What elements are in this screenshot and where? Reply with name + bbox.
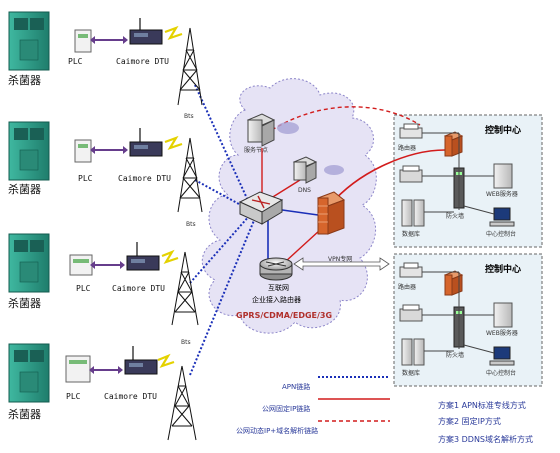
site-1-plc-label: PLC [68, 57, 83, 66]
cc2-devices [399, 262, 515, 366]
cc1-web-label: WEB服务器 [486, 190, 518, 198]
site-2-cabinet-label: 杀菌器 [8, 182, 41, 196]
cc2-web-label: WEB服务器 [486, 329, 518, 337]
cc1-db-label: 数据库 [402, 230, 420, 238]
cc2-printer-label: 路由器 [398, 283, 416, 291]
legend-plan-3: 方案3 DDNS域名解析方式 [438, 434, 533, 444]
site-4 [8, 343, 197, 441]
cc1-devices [399, 123, 515, 227]
legend-plan-1: 方案1 APN标准专线方式 [438, 400, 526, 410]
cc1-ctrl-label: 中心控制台 [486, 230, 516, 238]
site-1 [8, 11, 203, 106]
site-4-plc-label: PLC [66, 392, 81, 401]
site-1-dtu-label: Caimore DTU [116, 57, 169, 66]
vpn-label: VPN专网 [328, 255, 352, 263]
cc1-printer-label: 路由器 [398, 144, 416, 152]
legend-fixed-ip-label: 公网固定IP链路 [262, 404, 310, 413]
cc2-title: 控制中心 [485, 263, 521, 275]
legend-lines [318, 376, 390, 422]
apn-links [189, 84, 256, 376]
dns-label: DNS [298, 187, 311, 194]
legend-plan-2: 方案2 固定IP方式 [438, 416, 501, 426]
vpn-arrow [293, 257, 390, 271]
site-4-cabinet-label: 杀菌器 [8, 407, 41, 421]
site-3-plc-label: PLC [76, 284, 91, 293]
cc2-fw-label: 防火墙 [446, 351, 464, 359]
router-label-2: 企业接入路由器 [252, 295, 301, 304]
firewall [317, 191, 345, 235]
cc1-title: 控制中心 [485, 124, 521, 136]
enterprise-router [259, 257, 293, 281]
service-server-label: 服务节点 [244, 146, 268, 154]
site-3 [8, 233, 199, 326]
fixed-ip-link [329, 149, 446, 206]
legend-apn-label: APN链路 [282, 382, 310, 391]
cc2-ctrl-label: 中心控制台 [486, 369, 516, 377]
site-2 [8, 121, 203, 213]
site-4-dtu-label: Caimore DTU [104, 392, 157, 401]
site-2-dtu-label: Caimore DTU [118, 174, 171, 183]
core-router [238, 191, 284, 225]
legend-ddns-label: 公网动态IP+域名解析链路 [236, 426, 318, 435]
cc2-db-label: 数据库 [402, 369, 420, 377]
router-label-1: 互联网 [268, 283, 289, 292]
site-3-cabinet-label: 杀菌器 [8, 296, 41, 310]
site-1-cabinet-label: 杀菌器 [8, 73, 41, 87]
site-2-plc-label: PLC [78, 174, 93, 183]
site-3-dtu-label: Caimore DTU [112, 284, 165, 293]
site-3-bts-label: Bts [181, 339, 191, 346]
service-server [246, 113, 299, 147]
cc1-fw-label: 防火墙 [446, 212, 464, 220]
dns-server [292, 156, 344, 184]
site-2-bts-label: Bts [186, 221, 196, 228]
network-type-label: GPRS/CDMA/EDGE/3G [236, 311, 332, 320]
site-1-bts-label: Bts [184, 113, 194, 120]
internet-cloud [201, 78, 377, 334]
